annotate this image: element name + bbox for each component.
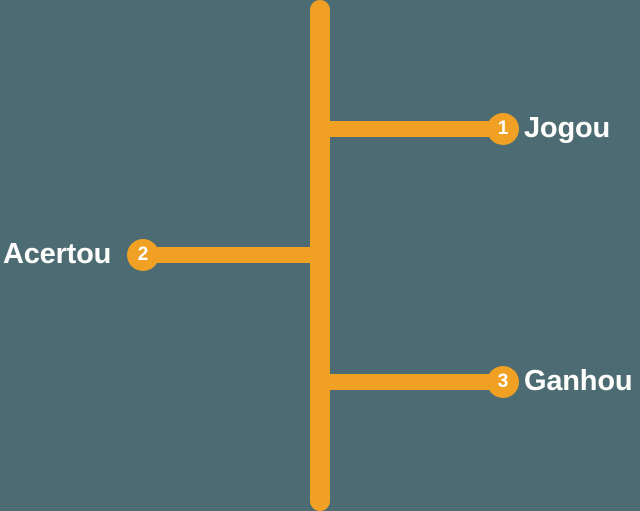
node-badge-1[interactable]: 1 <box>487 113 519 145</box>
node-badge-3[interactable]: 3 <box>487 366 519 398</box>
branch-arm-2 <box>132 247 322 263</box>
node-label-jogou: Jogou <box>524 112 610 144</box>
node-label-acertou: Acertou <box>3 238 112 270</box>
branch-arm-3 <box>318 374 502 390</box>
branch-arm-1 <box>318 121 502 137</box>
node-badge-2[interactable]: 2 <box>127 239 159 271</box>
node-label-ganhou: Ganhou <box>524 365 633 397</box>
